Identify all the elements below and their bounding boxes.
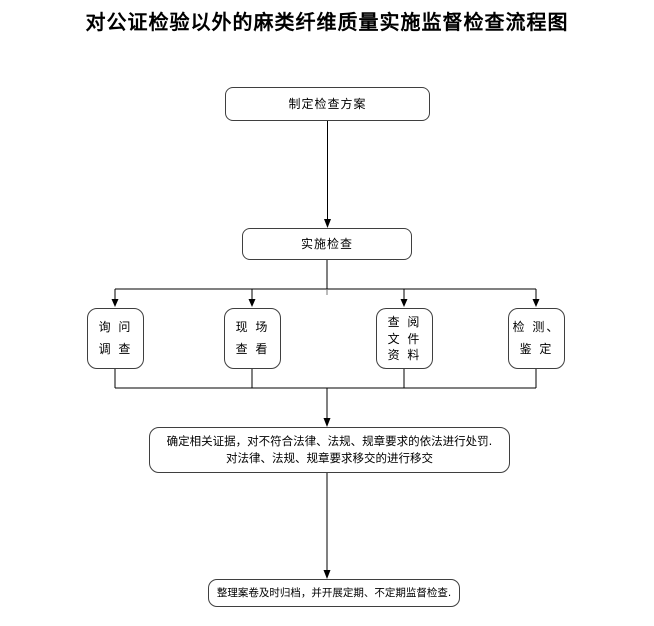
node-label-line: 现 场 xyxy=(235,319,270,334)
node-label-line: 检 测、 xyxy=(512,319,561,334)
arrowhead-icon xyxy=(532,299,540,307)
node-archive-and-supervision: 整理案卷及时归档，并开展定期、不定期监督检查. xyxy=(208,579,460,607)
node-label-line: 查 阅 xyxy=(387,314,422,329)
node-review-documents: 查 阅 文 件 资 料 xyxy=(376,308,433,369)
node-label-line: 调 查 xyxy=(98,342,133,357)
arrowhead-icon xyxy=(400,299,408,307)
node-inquiry-investigation: 询 问 调 查 xyxy=(87,308,144,369)
node-label: 整理案卷及时归档，并开展定期、不定期监督检查. xyxy=(216,586,452,599)
arrowhead-icon xyxy=(323,570,331,579)
node-implement-inspection: 实施检查 xyxy=(242,228,412,260)
arrowhead-icon xyxy=(324,219,331,228)
arrowhead-icon xyxy=(323,418,331,427)
node-label-line: 资 料 xyxy=(387,348,422,363)
node-label: 制定检查方案 xyxy=(288,96,367,111)
node-site-viewing: 现 场 查 看 xyxy=(224,308,281,369)
node-evidence-penalty-transfer: 确定相关证据，对不符合法律、法规、规章要求的依法进行处罚. 对法律、法规、规章要… xyxy=(149,427,510,473)
node-label: 实施检查 xyxy=(300,236,353,251)
node-label-line: 文 件 xyxy=(387,331,422,346)
node-label-line: 询 问 xyxy=(98,319,133,334)
node-testing-appraisal: 检 测、 鉴 定 xyxy=(508,308,565,369)
node-label-line: 鉴 定 xyxy=(519,342,554,357)
node-label-line: 确定相关证据，对不符合法律、法规、规章要求的依法进行处罚. xyxy=(166,434,493,448)
node-label-line: 对法律、法规、规章要求移交的进行移交 xyxy=(226,451,433,465)
page-title: 对公证检验以外的麻类纤维质量实施监督检查流程图 xyxy=(85,10,569,34)
arrowhead-icon xyxy=(111,299,119,307)
node-label-line: 查 看 xyxy=(235,342,270,357)
node-make-inspection-plan: 制定检查方案 xyxy=(225,87,430,121)
arrowhead-icon xyxy=(248,299,256,307)
